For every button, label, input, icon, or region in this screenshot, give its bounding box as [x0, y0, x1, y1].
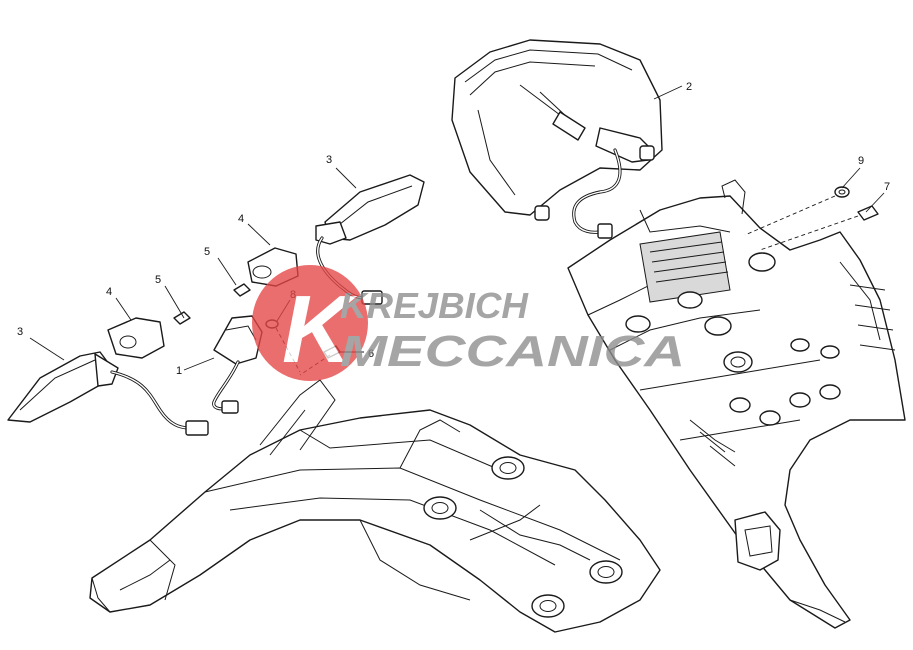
turn-indicator-left	[7, 311, 209, 436]
callout-4-lower: 4	[106, 286, 112, 298]
callout-6: 6	[368, 348, 374, 360]
callout-1: 1	[176, 365, 182, 377]
callout-2: 2	[686, 81, 692, 93]
plate-holder-bracket	[89, 379, 661, 633]
watermark-logo-letter: K	[282, 276, 358, 383]
callout-5-upper: 5	[204, 246, 210, 258]
callout-3-upper: 3	[326, 154, 332, 166]
callout-9: 9	[858, 155, 864, 167]
callout-5-lower: 5	[155, 274, 161, 286]
callout-3-lower: 3	[17, 326, 23, 338]
tail-frame	[567, 179, 906, 629]
watermark-line-2: MECCANICA	[340, 327, 685, 376]
tail-light	[451, 39, 663, 239]
watermark-badge	[252, 265, 368, 381]
callout-7: 7	[884, 181, 890, 193]
fasteners-right	[744, 186, 879, 251]
watermark: K KREJBICH MECCANICA	[252, 265, 685, 383]
watermark-line-1: KREJBICH	[340, 285, 529, 326]
callout-4-upper: 4	[238, 213, 244, 225]
